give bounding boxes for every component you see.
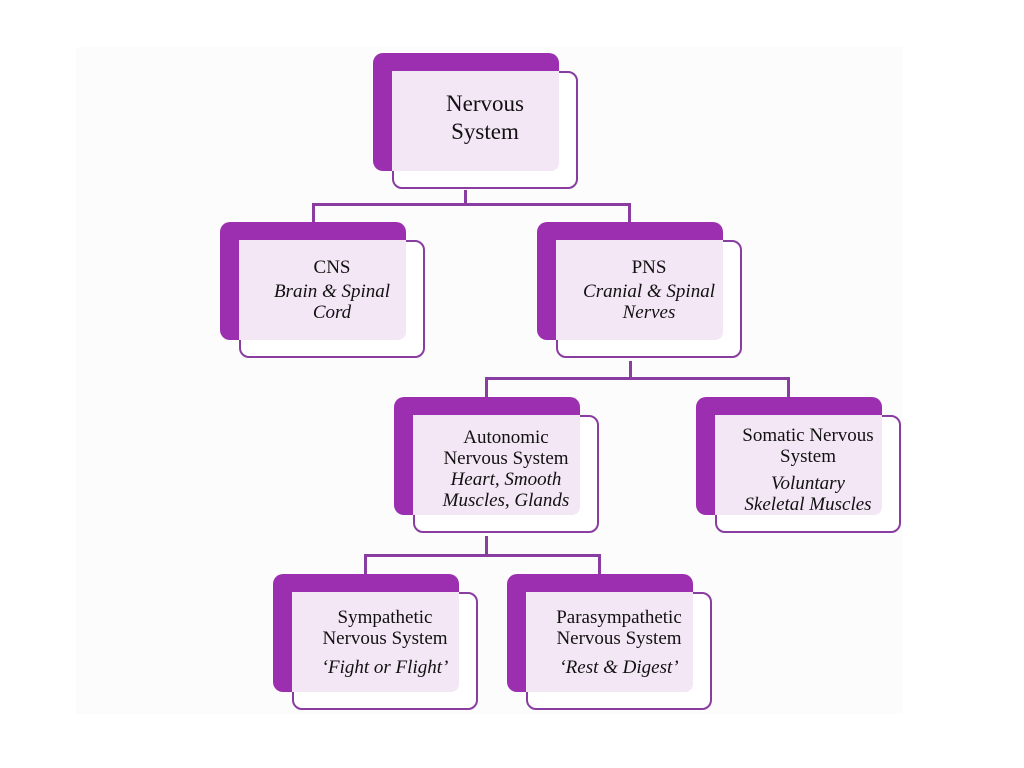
node-subtitle: Muscles, Glands: [442, 490, 570, 511]
node-title: Nervous System: [322, 627, 448, 649]
node-subtitle: ‘Fight or Flight’: [321, 656, 449, 678]
node-subtitle: Skeletal Muscles: [744, 494, 872, 515]
connector-to-cns: [312, 203, 315, 222]
node-title: Nervous System: [443, 448, 569, 469]
connector-to-parasympathetic: [598, 554, 601, 574]
node-subtitle: ‘Rest & Digest’: [559, 656, 679, 678]
connector-to-pns: [628, 203, 631, 222]
connector-autonomic-down: [485, 536, 488, 555]
node-title: Sympathetic: [337, 606, 433, 628]
node-title: Nervous System: [556, 627, 682, 649]
connector-autonomic-branch: [364, 554, 600, 557]
node-subtitle: Heart, Smooth: [450, 469, 562, 490]
node-title: CNS: [313, 257, 351, 278]
node-title: Somatic Nervous: [742, 425, 874, 446]
node-title: System: [780, 446, 836, 467]
node-title: PNS: [631, 257, 667, 278]
connector-to-autonomic: [485, 377, 488, 397]
node-title: Nervous: [446, 91, 524, 116]
node-subtitle: Voluntary: [771, 473, 845, 494]
node-title: Parasympathetic: [556, 606, 682, 628]
node-title: Autonomic: [463, 427, 549, 448]
connector-root-down: [464, 190, 467, 204]
node-subtitle: Brain & Spinal: [273, 281, 391, 302]
node-subtitle: Nerves: [622, 302, 676, 323]
node-subtitle: Cranial & Spinal: [583, 281, 715, 302]
connector-root-branch: [312, 203, 630, 206]
connector-to-sympathetic: [364, 554, 367, 574]
node-title: System: [451, 119, 519, 144]
node-subtitle: Cord: [312, 302, 352, 323]
connector-to-somatic: [787, 377, 790, 397]
connector-pns-branch: [485, 377, 790, 380]
connector-pns-down: [629, 361, 632, 378]
